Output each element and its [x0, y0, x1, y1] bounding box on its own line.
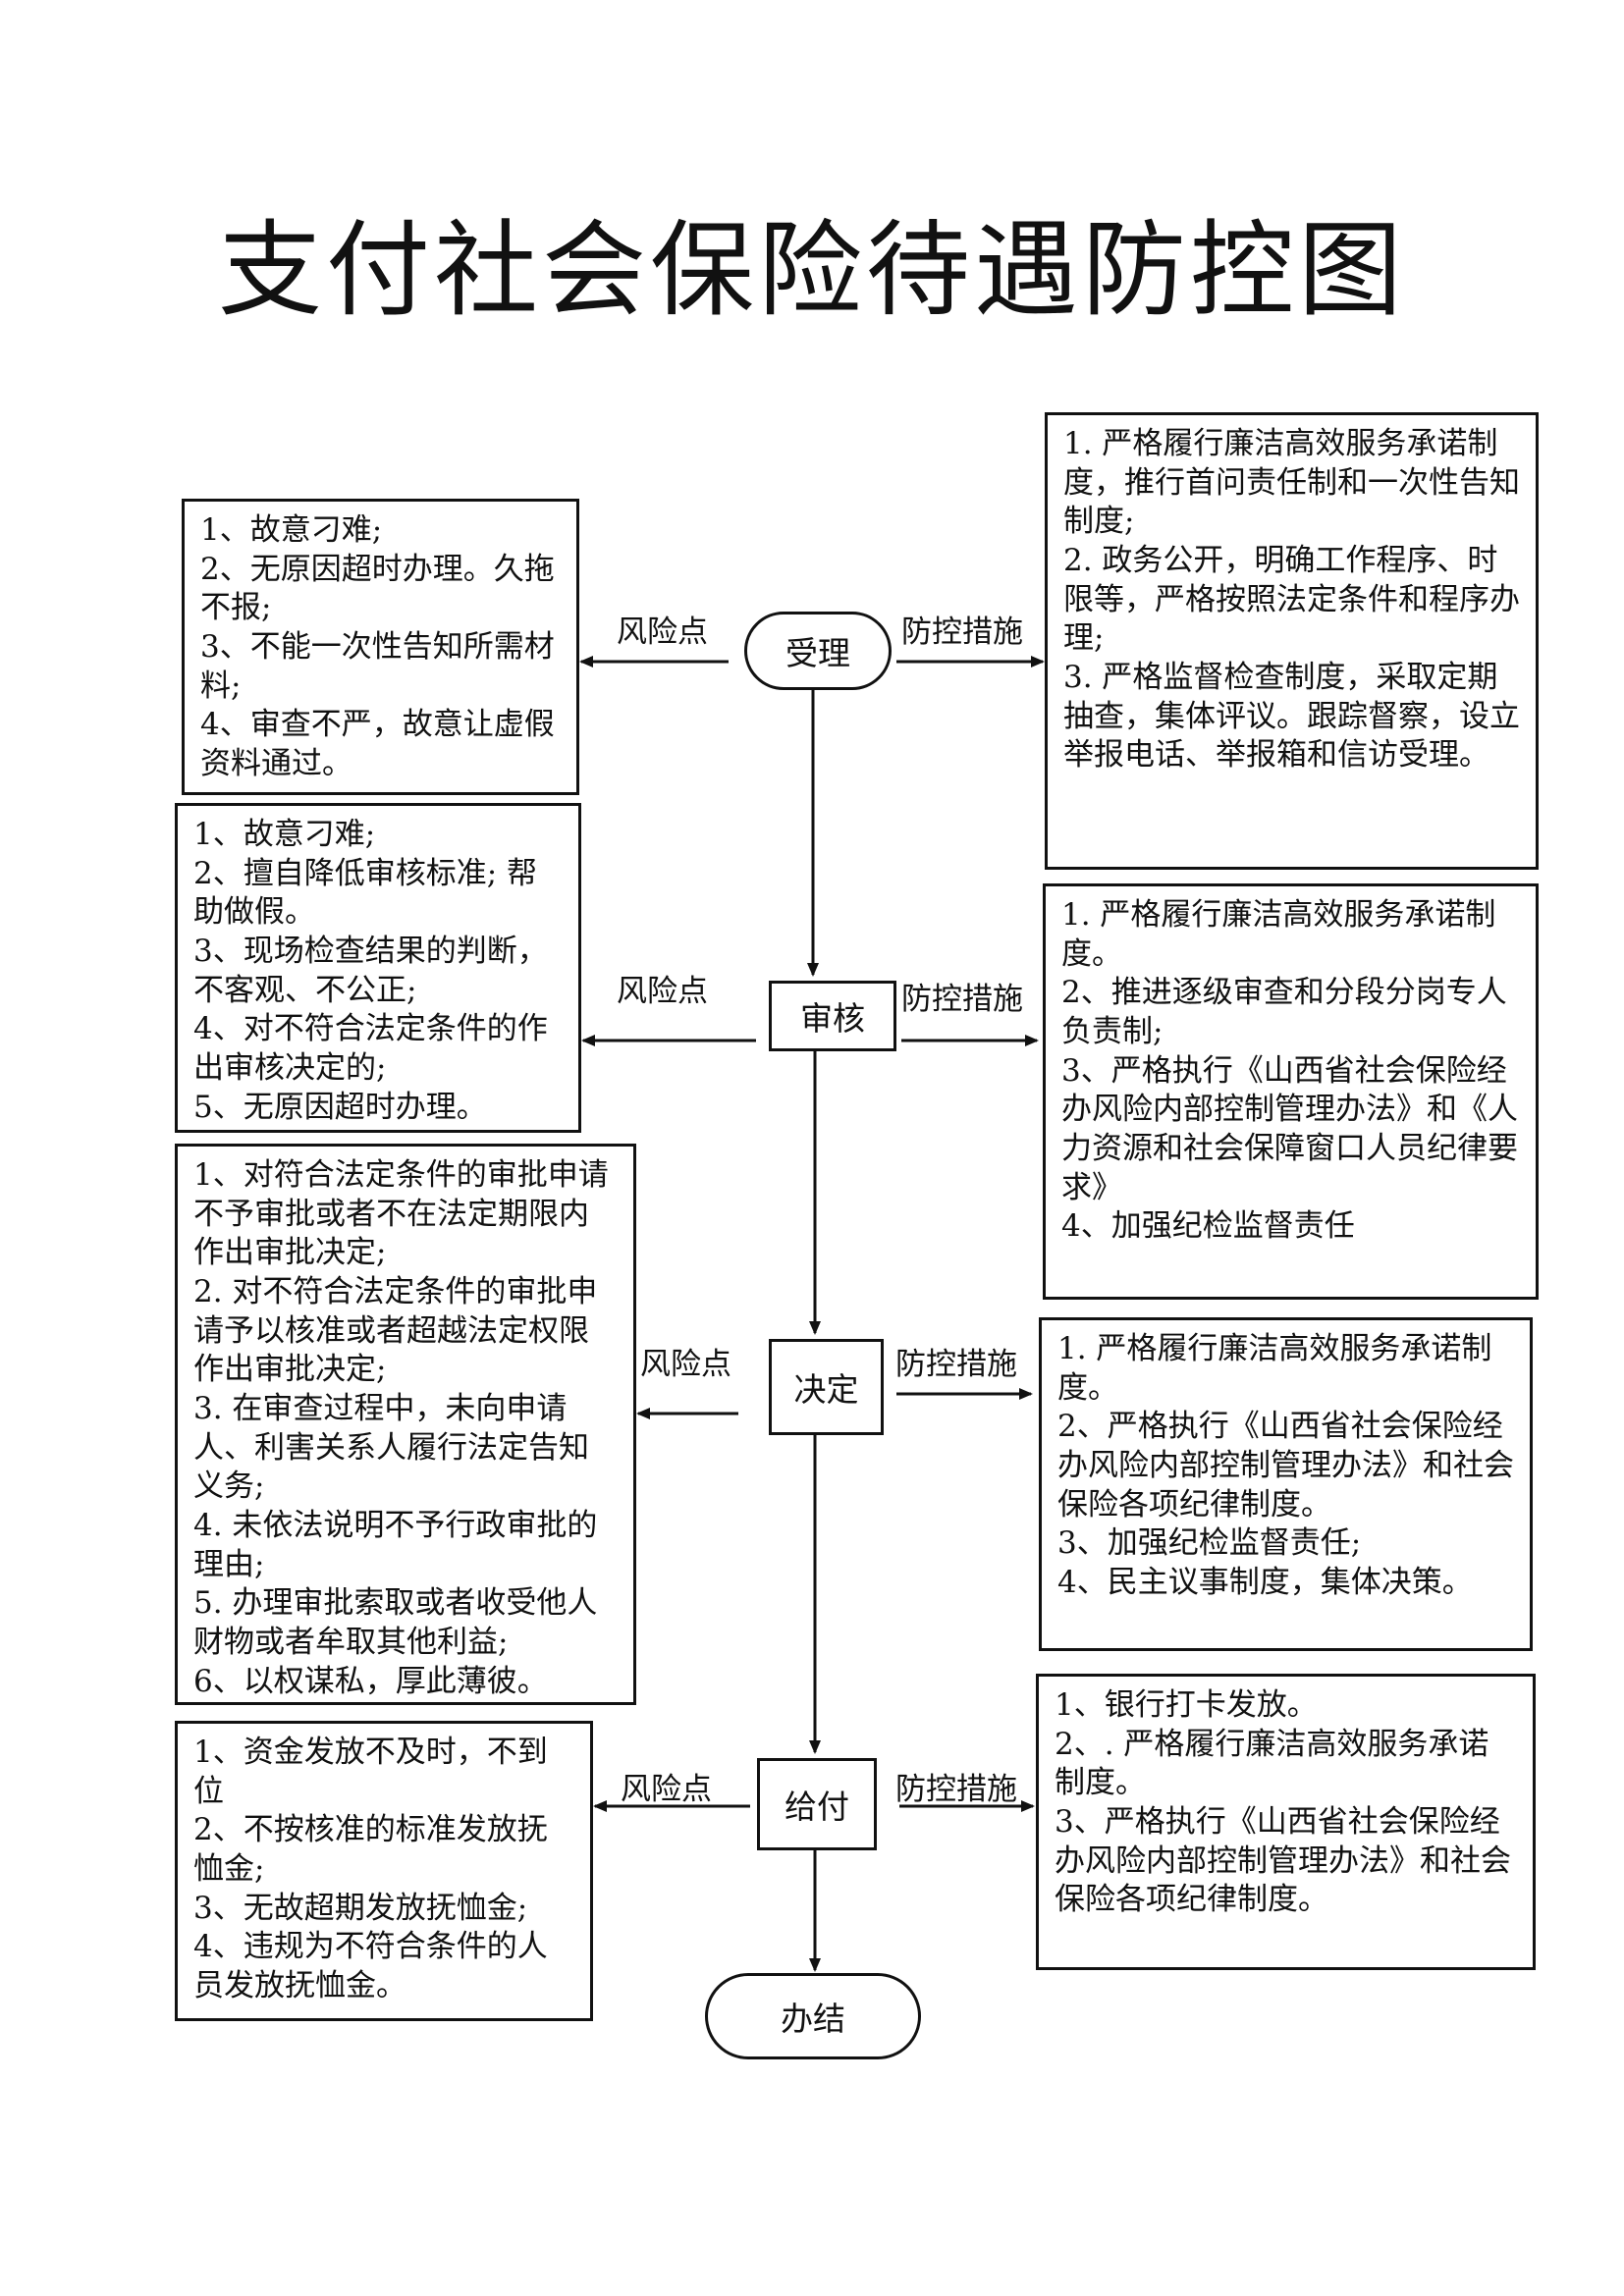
risk-box-accept: 1、故意刁难; 2、无原因超时办理。久拖不报; 3、不能一次性告知所需材料; 4…	[182, 499, 579, 795]
page-title: 支付社会保险待遇防控图	[218, 210, 1406, 331]
measure-box-pay: 1、银行打卡发放。 2、. 严格履行廉洁高效服务承诺制度。 3、严格执行《山西省…	[1036, 1674, 1536, 1970]
label-risk-pay: 风险点	[621, 1772, 712, 1807]
risk-box-decide: 1、对符合法定条件的审批申请不予审批或者不在法定期限内作出审批决定; 2. 对不…	[175, 1144, 636, 1705]
risk-box-review: 1、故意刁难; 2、擅自降低审核标准; 帮助做假。 3、现场检查结果的判断，不客…	[175, 803, 581, 1133]
label-measure-accept: 防控措施	[901, 614, 1023, 650]
measure-box-accept: 1. 严格履行廉洁高效服务承诺制度，推行首问责任制和一次性告知制度; 2. 政务…	[1045, 412, 1539, 870]
node-accept: 受理	[744, 612, 892, 690]
node-decide: 决定	[769, 1339, 884, 1435]
label-measure-pay: 防控措施	[895, 1772, 1017, 1807]
node-pay: 给付	[757, 1758, 877, 1850]
label-risk-decide: 风险点	[640, 1347, 731, 1382]
label-measure-decide: 防控措施	[895, 1347, 1017, 1382]
label-risk-review: 风险点	[617, 974, 708, 1009]
measure-box-review: 1. 严格履行廉洁高效服务承诺制度。 2、推进逐级审查和分段分岗专人负责制; 3…	[1043, 883, 1539, 1300]
label-measure-review: 防控措施	[901, 982, 1023, 1017]
node-review: 审核	[769, 981, 896, 1051]
node-done: 办结	[705, 1973, 921, 2059]
measure-box-decide: 1. 严格履行廉洁高效服务承诺制度。 2、严格执行《山西省社会保险经办风险内部控…	[1039, 1317, 1533, 1651]
risk-box-pay: 1、资金发放不及时，不到位 2、不按核准的标准发放抚恤金; 3、无故超期发放抚恤…	[175, 1721, 593, 2021]
label-risk-accept: 风险点	[617, 614, 708, 650]
